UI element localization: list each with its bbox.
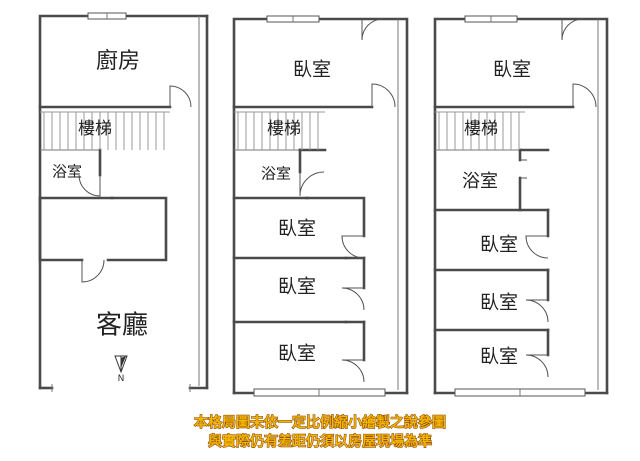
- room-label-bath: 浴室: [261, 165, 291, 183]
- room-label-bedroom-b: 臥室: [480, 292, 518, 314]
- room-label-bath: 浴室: [52, 163, 82, 181]
- floor-2-doors: [299, 18, 396, 383]
- room-label-stairs: 樓梯: [464, 119, 498, 139]
- disclaimer: 本格局圖未依一定比例縮小繪製之說參圖 與實際仍有差距仍須以房屋現場為準: [194, 414, 447, 451]
- room-label-bedroom-a: 臥室: [480, 234, 518, 256]
- floor-1: N 廚房 樓梯 浴室 客廳: [38, 12, 209, 392]
- floor-1-stairs: [40, 111, 170, 150]
- floor-3: 臥室 樓梯 浴室 臥室 臥室 臥室: [433, 15, 609, 397]
- floor-3-window-top: [464, 15, 518, 23]
- floor-2-window-bottom: [253, 388, 386, 397]
- compass-north-icon: N: [114, 355, 128, 384]
- floor-1-entrance: [51, 384, 191, 392]
- floor-2-window-top: [266, 15, 320, 23]
- room-label-kitchen: 廚房: [96, 49, 140, 74]
- disclaimer-line-1: 本格局圖未依一定比例縮小繪製之說參圖: [194, 414, 446, 431]
- floor-1-window-top: [87, 12, 127, 20]
- room-label-stairs: 樓梯: [78, 119, 112, 139]
- room-label-bedroom-b: 臥室: [278, 276, 316, 298]
- room-label-bedroom-c: 臥室: [480, 346, 518, 368]
- room-label-bedroom-c: 臥室: [278, 343, 316, 365]
- room-label-bedroom-top: 臥室: [493, 59, 531, 81]
- disclaimer-line-2: 與實際仍有差距仍須以房屋現場為準: [208, 433, 432, 450]
- room-label-bedroom-a: 臥室: [278, 218, 316, 240]
- floor-3-stairs: [435, 111, 525, 150]
- floor-3-window-bottom: [454, 388, 586, 397]
- floor-3-doors: [520, 18, 597, 378]
- floor-2-walls: [232, 17, 409, 395]
- floor-1-doors: [78, 85, 192, 283]
- room-label-living: 客廳: [96, 311, 148, 341]
- floor-2: 臥室 樓梯 浴室 臥室 臥室 臥室: [232, 15, 409, 397]
- floor-2-stairs: [234, 111, 325, 150]
- floor-3-walls: [433, 17, 609, 395]
- svg-text:N: N: [118, 374, 125, 384]
- room-label-bedroom-top: 臥室: [293, 59, 331, 81]
- room-label-bath: 浴室: [462, 171, 498, 192]
- room-label-stairs: 樓梯: [267, 119, 301, 139]
